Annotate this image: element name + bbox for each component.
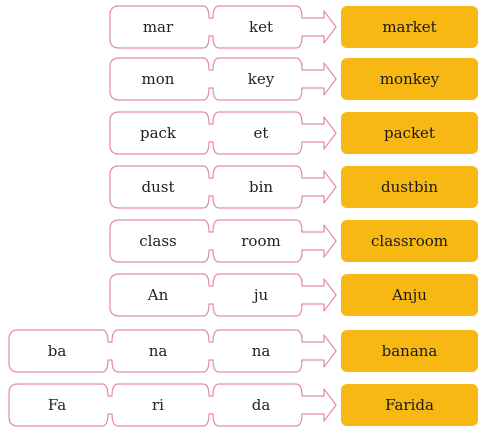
syllable-chain-outline <box>109 165 337 209</box>
syllable-box: class <box>139 232 177 250</box>
syllable-box: Fa <box>47 396 67 414</box>
syllable-box: ba <box>47 342 67 360</box>
answer-word-box: Anju <box>341 274 478 316</box>
syllable-box: pack <box>139 124 177 142</box>
syllable-box: na <box>251 342 271 360</box>
answer-word-box: Farida <box>341 384 478 426</box>
syllable-box: mar <box>142 18 174 36</box>
syllable-box: ju <box>253 286 269 304</box>
syllable-box: room <box>241 232 281 250</box>
syllable-box: ri <box>152 396 164 414</box>
answer-word-box: market <box>341 6 478 48</box>
word-row: Fa ri da Farida <box>0 384 487 426</box>
word-row: mar ket market <box>0 6 487 48</box>
answer-word-box: dustbin <box>341 166 478 208</box>
word-row: pack et packet <box>0 112 487 154</box>
answer-word-box: banana <box>341 330 478 372</box>
syllable-box: da <box>251 396 271 414</box>
word-row: An ju Anju <box>0 274 487 316</box>
syllable-chain-outline <box>8 383 337 427</box>
word-row: dust bin dustbin <box>0 166 487 208</box>
word-row: ba na na banana <box>0 330 487 372</box>
word-row: class room classroom <box>0 220 487 262</box>
syllable-chain-outline <box>109 57 337 101</box>
syllable-box: key <box>247 70 275 88</box>
syllable-box: et <box>253 124 269 142</box>
answer-word-box: packet <box>341 112 478 154</box>
answer-word-box: classroom <box>341 220 478 262</box>
syllable-box: An <box>147 286 169 304</box>
syllable-chain-outline <box>109 273 337 317</box>
syllable-box: bin <box>248 178 274 196</box>
syllable-box: dust <box>141 178 175 196</box>
word-row: mon key monkey <box>0 58 487 100</box>
syllable-chain-outline <box>109 5 337 49</box>
syllable-box: ket <box>249 18 273 36</box>
answer-word-box: monkey <box>341 58 478 100</box>
syllable-box: na <box>148 342 168 360</box>
syllable-chain-outline <box>8 329 337 373</box>
syllable-chain-outline <box>109 219 337 263</box>
syllable-chain-outline <box>109 111 337 155</box>
syllable-box: mon <box>141 70 175 88</box>
